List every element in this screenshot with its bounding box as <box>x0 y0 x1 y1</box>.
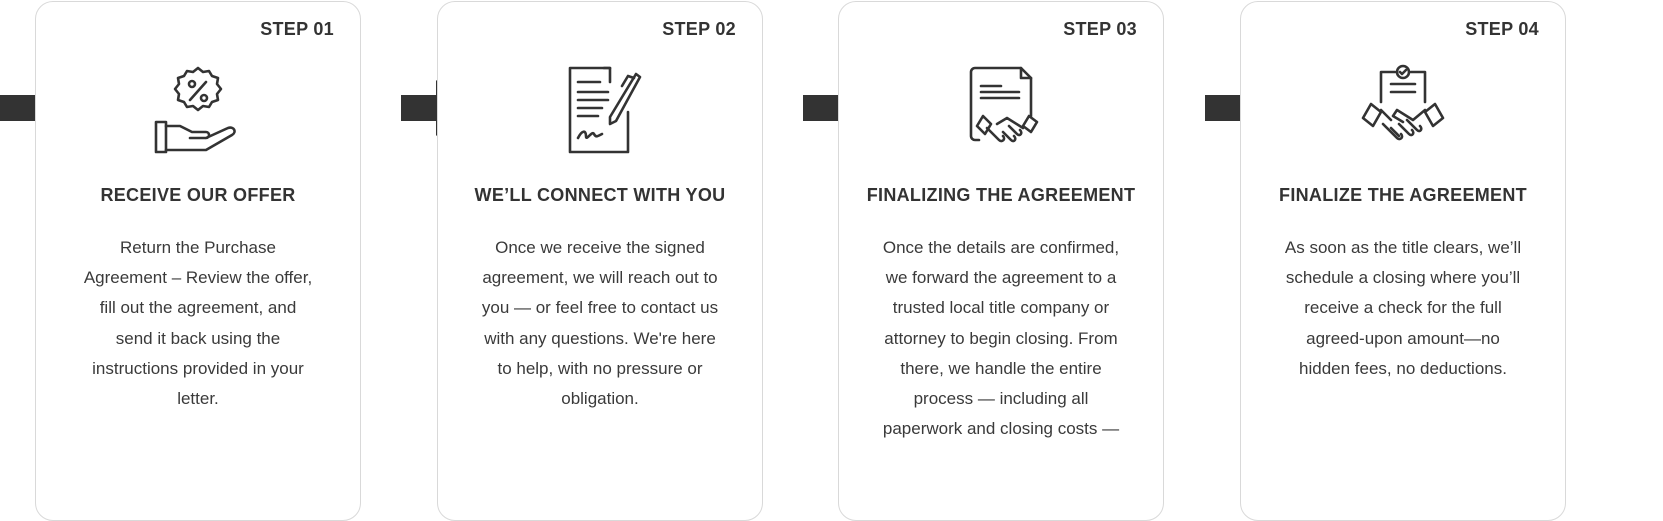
document-handshake-icon <box>953 62 1049 158</box>
description-line: to help, with no pressure or <box>497 358 703 378</box>
description-line: send it back using the <box>115 328 281 348</box>
handshake-approved-icon <box>1355 62 1451 158</box>
description-line: paperwork and closing costs — <box>882 419 1120 439</box>
description-line: Return the Purchase <box>120 238 276 257</box>
step-card-2: STEP 02 WE’LL CONNECT WITH YOU Once we r… <box>437 1 763 521</box>
step-card-1: STEP 01 RECEIVE OUR OFFER Return the Pur… <box>35 1 361 521</box>
description-line: receive a check for the full <box>1304 298 1502 318</box>
step-title: WE’LL CONNECT WITH YOU <box>474 185 726 205</box>
description-line: agreed-upon amount—no <box>1306 328 1500 348</box>
description-line: hidden fees, no deductions. <box>1299 358 1507 378</box>
description-line: we forward the agreement to a <box>885 268 1117 288</box>
description-line: Agreement – Review the offer, <box>83 268 313 288</box>
description-line: obligation. <box>561 389 639 409</box>
description-line: schedule a closing where you’ll <box>1285 268 1521 288</box>
description-line: with any questions. We're here <box>484 328 716 348</box>
step-card-3: STEP 03 FINALIZING THE AGREEMENT Once th… <box>838 1 1164 521</box>
step-label: STEP 03 <box>1063 19 1137 39</box>
step-label: STEP 02 <box>662 19 736 39</box>
step-description: Once the details are confirmed, we forwa… <box>839 233 1163 444</box>
description-line: process — including all <box>913 389 1089 409</box>
percent-hand-icon <box>150 62 246 158</box>
step-description: Once we receive the signed agreement, we… <box>438 233 762 414</box>
description-line: you — or feel free to contact us <box>481 298 719 318</box>
step-title: FINALIZING THE AGREEMENT <box>866 185 1136 205</box>
description-line: agreement, we will reach out to <box>482 268 718 288</box>
step-label: STEP 01 <box>260 19 334 39</box>
description-line: instructions provided in your <box>92 358 304 378</box>
description-line: there, we handle the entire <box>900 358 1102 378</box>
step-label: STEP 04 <box>1465 19 1539 39</box>
step-description: As soon as the title clears, we’ll sched… <box>1241 233 1565 384</box>
description-line: letter. <box>177 389 219 409</box>
step-description: Return the Purchase Agreement – Review t… <box>36 233 360 414</box>
description-line: As soon as the title clears, we’ll <box>1284 238 1522 257</box>
description-line: Once we receive the signed <box>495 238 705 257</box>
description-line: trusted local title company or <box>892 298 1110 318</box>
description-line: Once the details are confirmed, <box>882 238 1120 257</box>
step-card-4: STEP 04 FINALIZE THE AGREEMENT As soon a… <box>1240 1 1566 521</box>
description-line: fill out the agreement, and <box>99 298 297 318</box>
signed-document-pen-icon <box>552 62 648 158</box>
step-title: FINALIZE THE AGREEMENT <box>1279 185 1527 205</box>
description-line: attorney to begin closing. From <box>884 328 1118 348</box>
step-title: RECEIVE OUR OFFER <box>100 185 296 205</box>
